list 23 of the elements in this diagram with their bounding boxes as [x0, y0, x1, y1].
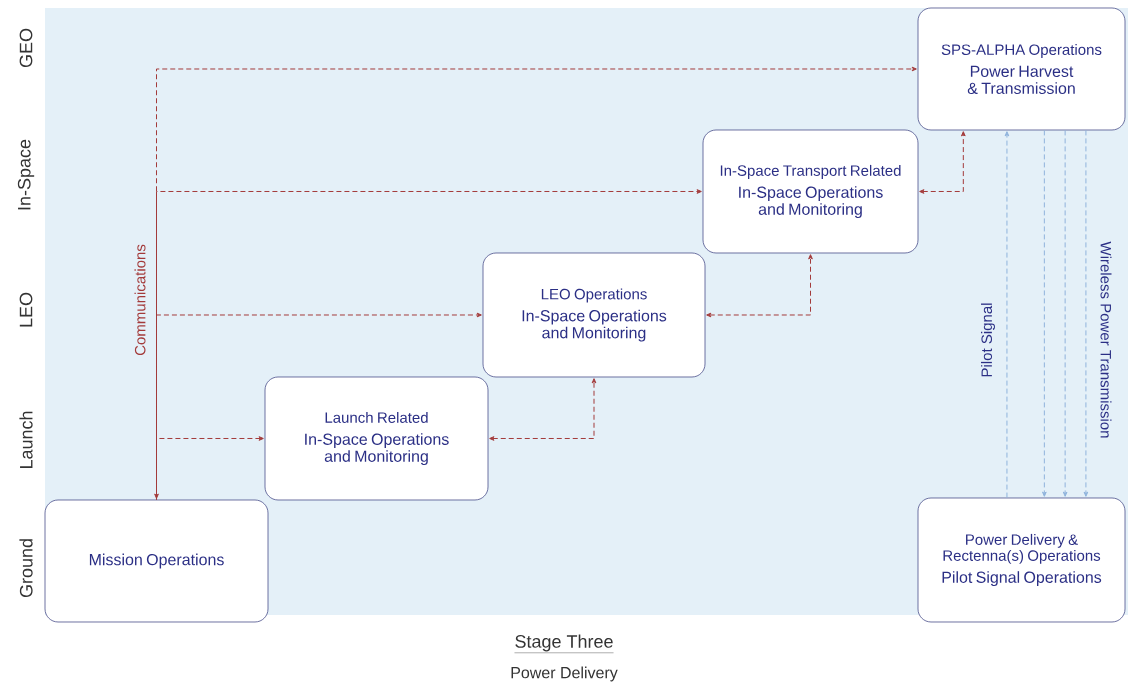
process-box: LEO Operations In-Space Operations and Monitoring — [482, 252, 706, 378]
process-box: SPS-ALPHA Operations Power Harvest & Transmission — [917, 7, 1126, 131]
edge-label: Pilot Signal — [980, 301, 996, 379]
arrow — [706, 254, 813, 318]
process-box: In-Space Transport Related In-Space Operations and Monitoring — [702, 129, 919, 254]
caption: Power Delivery — [511, 666, 618, 682]
arrow — [154, 66, 917, 499]
row-label: Launch — [19, 411, 33, 469]
arrow — [1004, 131, 1010, 499]
row-label: In-Space — [17, 139, 35, 210]
arrow — [1062, 129, 1068, 497]
process-box: Launch Related In-Space Operations and Monitoring — [264, 376, 489, 501]
arrow — [156, 436, 264, 501]
arrow — [489, 378, 597, 441]
row-label: LEO — [19, 292, 33, 327]
arrow — [1042, 129, 1047, 497]
title: Stage Three — [514, 634, 614, 653]
process-box: Power Delivery & Rectenna(s) Operations Pilot Signal Operations — [917, 497, 1126, 623]
edge-label: Wireless Power Transmission — [1099, 240, 1113, 440]
row-label: GEO — [19, 28, 33, 68]
arrow — [919, 131, 966, 194]
arrow — [1083, 129, 1089, 497]
process-box: Mission Operations — [44, 499, 269, 623]
